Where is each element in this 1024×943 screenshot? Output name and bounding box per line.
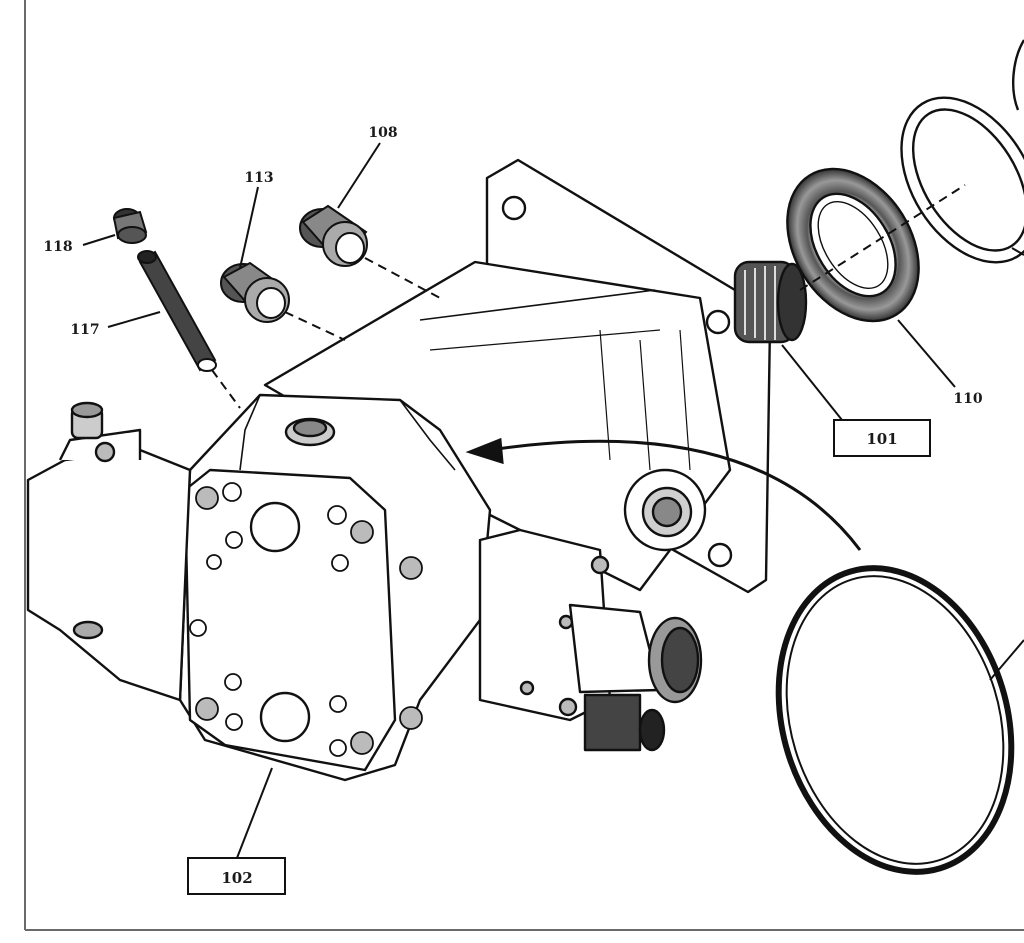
part-117-rod (137, 250, 217, 372)
washer-ring (900, 96, 1024, 264)
callout-102: 102 (221, 869, 252, 887)
flange-bolt-hole (707, 542, 733, 568)
callout-101: 101 (866, 430, 897, 448)
part-108-bushing (299, 204, 368, 267)
output-shaft (733, 260, 808, 344)
assembly-dash-lines (211, 184, 966, 409)
left-end-block (26, 448, 192, 702)
callout-leaders (82, 142, 956, 859)
callout-117: 117 (70, 322, 99, 338)
partial-ring (1012, 39, 1024, 111)
callout-box-101: 101 (833, 419, 931, 457)
curved-arrow (465, 437, 862, 551)
callout-110: 110 (953, 391, 982, 407)
motor-body (26, 158, 808, 782)
page-frame (24, 0, 1024, 931)
solenoid (568, 603, 703, 752)
large-o-ring (775, 565, 1015, 875)
flange-bolt-hole (705, 309, 731, 335)
o-ring-leader (989, 247, 1024, 681)
callout-118: 118 (43, 239, 72, 255)
callout-108: 108 (368, 125, 397, 141)
callout-113: 113 (244, 170, 273, 186)
part-113-bushing (220, 261, 290, 323)
part-118-plug (112, 208, 148, 244)
callout-box-102: 102 (187, 857, 286, 895)
flange-bolt-hole (501, 195, 527, 221)
